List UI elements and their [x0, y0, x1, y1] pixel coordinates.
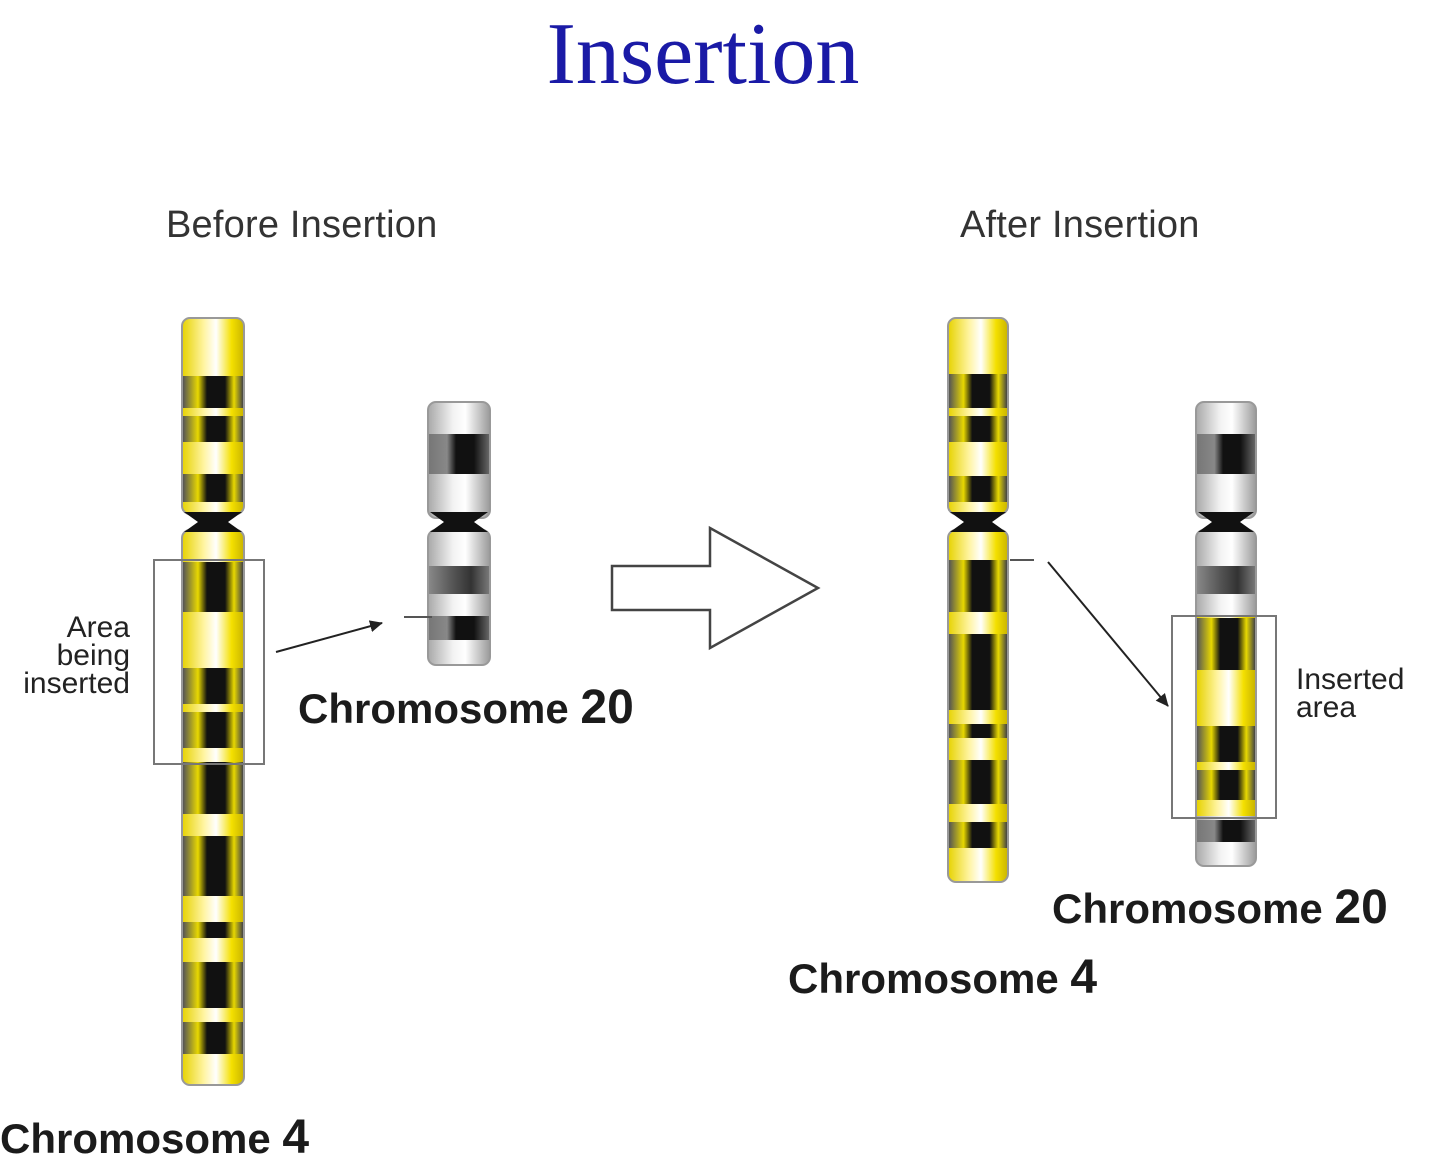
after-chromosome-20: [1171, 401, 1277, 867]
before-heading: Before Insertion: [166, 204, 438, 246]
after-chr20-label: Chromosome 20: [1052, 880, 1388, 935]
inserted-label-line-2: area: [1296, 691, 1357, 724]
before-insert-arrow: [275, 620, 383, 653]
after-area-label: Inserted area: [1296, 663, 1405, 724]
chr-number: 4: [1070, 951, 1098, 1004]
before-chromosome-4: [153, 317, 383, 1086]
after-chromosome-4: [947, 317, 1169, 883]
right-arrow-icon: [610, 525, 821, 651]
before-chr20-label: Chromosome 20: [298, 680, 634, 735]
chr-number: 20: [580, 681, 634, 734]
before-chromosome-20: [404, 401, 491, 666]
after-inserted-box: [1171, 615, 1277, 819]
after-chr4-label: Chromosome 4: [788, 950, 1097, 1005]
before-chr4-bands: [183, 376, 243, 1054]
area-label-line-1: Area: [66, 611, 130, 644]
before-chr4-label: Chromosome 4: [0, 1110, 309, 1165]
chr-name: Chromosome: [1052, 885, 1323, 932]
page-title: Insertion: [546, 6, 860, 103]
after-heading: After Insertion: [960, 204, 1200, 246]
chr-name: Chromosome: [298, 685, 569, 732]
before-area-label: Area being inserted: [0, 611, 130, 700]
chr-name: Chromosome: [788, 955, 1059, 1002]
after-insert-arrow: [1047, 561, 1169, 707]
area-label-line-2: being: [56, 639, 130, 672]
chr-number: 4: [282, 1111, 310, 1164]
chr-number: 20: [1334, 881, 1388, 934]
before-area-box: [153, 559, 265, 765]
area-label-line-3: inserted: [23, 667, 130, 700]
inserted-label-line-1: Inserted: [1296, 663, 1405, 696]
chr-name: Chromosome: [0, 1115, 271, 1162]
